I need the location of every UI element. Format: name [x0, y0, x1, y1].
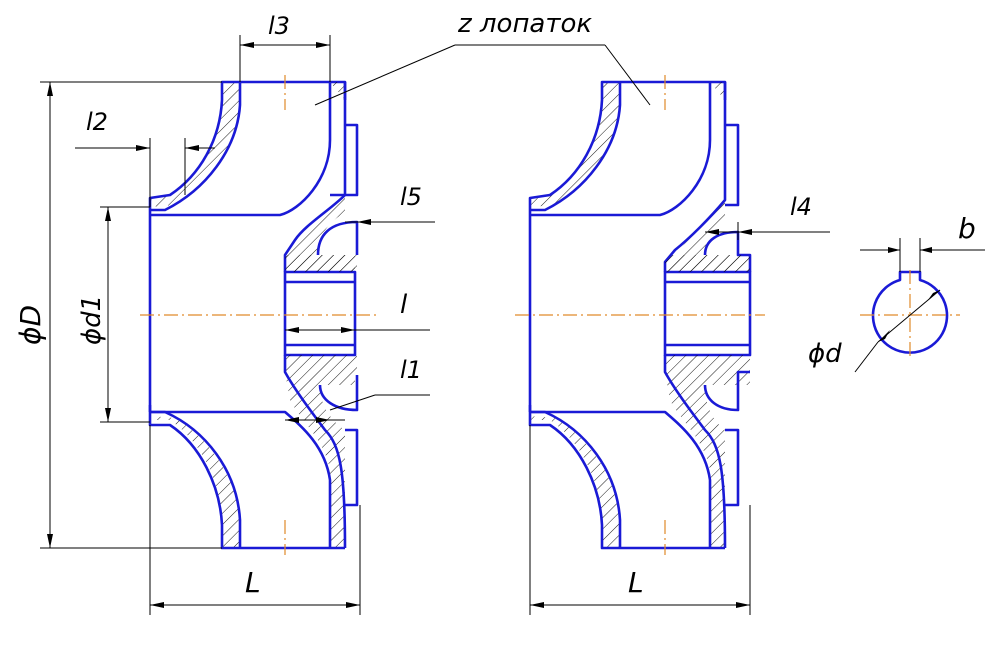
right-dimensions	[529, 222, 830, 615]
shaft-diameter-leader	[854, 341, 879, 373]
right-hub-hatch-bottom	[665, 355, 750, 372]
label-D: ϕD	[14, 305, 47, 345]
left-top-shroud-inner	[150, 82, 242, 212]
L-right-arrow-left	[530, 602, 544, 608]
left-bottom-shroud	[148, 405, 345, 550]
D-arrow-bottom	[47, 534, 53, 548]
l-arrow-left	[285, 327, 299, 333]
right-hub-hatch-top	[665, 255, 750, 272]
impeller-left-section	[140, 75, 380, 555]
right-top-shroud-inner	[530, 82, 622, 212]
right-top-shroud-hatch	[530, 82, 620, 207]
shaft-diameter-arrow-b	[928, 290, 940, 300]
label-d1: ϕd1	[77, 295, 107, 345]
left-top-shroud-hatch	[150, 82, 240, 207]
right-bottom-shroud	[528, 405, 725, 550]
b-arrow-right	[920, 247, 932, 253]
l1-arrow-left	[285, 417, 299, 423]
left-top-disc-back	[283, 82, 347, 272]
label-vanes: z лопаток	[457, 9, 592, 39]
l3-arrow-right	[316, 42, 330, 48]
left-hub-hatch-bottom	[285, 355, 357, 372]
label-l4: l4	[790, 193, 812, 221]
left-top-disc-hatch	[285, 82, 355, 272]
label-l3: l3	[268, 12, 290, 40]
shaft-section	[854, 238, 985, 373]
vanes-leader-left	[314, 44, 456, 106]
L-right-arrow-right	[736, 602, 750, 608]
right-bottom-shroud-inner	[530, 410, 622, 548]
shaft-diameter-line	[877, 289, 941, 343]
label-d: ϕd	[808, 339, 842, 369]
right-bottom-shroud-hatch	[530, 416, 620, 548]
l1-leader	[329, 394, 376, 411]
shaft-circle-with-keyway	[871, 270, 949, 354]
l2-arrow-right	[185, 145, 199, 151]
label-L-right: L	[628, 566, 644, 599]
label-b: b	[958, 212, 976, 245]
l4-arrow-left	[705, 229, 719, 235]
l2-arrow-left	[136, 145, 150, 151]
d1-arrow-top	[105, 207, 111, 221]
shaft-diameter-arrow-a	[878, 330, 890, 342]
l5-arrow	[357, 219, 371, 225]
left-hub-keyway	[285, 280, 355, 347]
left-bottom-disc-inner	[150, 410, 332, 548]
vanes-leader-right	[604, 44, 651, 106]
right-hub	[663, 270, 752, 357]
right-top-disc-hatch	[665, 82, 750, 272]
left-bottom-rib	[318, 375, 359, 507]
left-bottom-disc	[283, 355, 347, 549]
left-top-shroud	[148, 80, 347, 207]
right-top-disc-back	[663, 82, 727, 272]
right-top-shroud	[528, 80, 727, 207]
label-l2: l2	[86, 108, 108, 136]
left-bottom-shroud-hatch	[150, 416, 240, 548]
left-dimensions	[40, 35, 651, 615]
left-hub-hatch-top	[285, 255, 357, 272]
l1-arrow-right	[316, 417, 330, 423]
d1-arrow-bottom	[105, 408, 111, 422]
impeller-right-section	[515, 75, 765, 555]
right-bottom-disc-hatch	[665, 372, 750, 548]
left-top-rib	[316, 123, 359, 256]
l4-arrow-right	[738, 229, 752, 235]
right-bottom-disc-inner	[530, 410, 712, 548]
l-arrow-right	[341, 327, 355, 333]
label-L-left: L	[245, 566, 261, 599]
D-arrow-top	[47, 82, 53, 96]
right-top-disc	[530, 82, 712, 217]
left-bottom-disc-hatch	[285, 372, 355, 548]
label-l: l	[400, 290, 408, 320]
b-arrow-left	[888, 247, 900, 253]
label-l5: l5	[400, 183, 422, 211]
left-top-disc	[150, 82, 332, 217]
left-hub	[283, 270, 357, 357]
right-top-rib	[703, 123, 752, 272]
right-hub-keyway	[665, 280, 750, 347]
L-left-arrow-right	[346, 602, 360, 608]
L-left-arrow-left	[150, 602, 164, 608]
left-bottom-shroud-inner	[150, 410, 242, 548]
right-bottom-rib	[703, 370, 750, 507]
right-bottom-disc	[663, 355, 727, 549]
label-l1: l1	[400, 356, 422, 384]
l3-arrow-left	[240, 42, 254, 48]
